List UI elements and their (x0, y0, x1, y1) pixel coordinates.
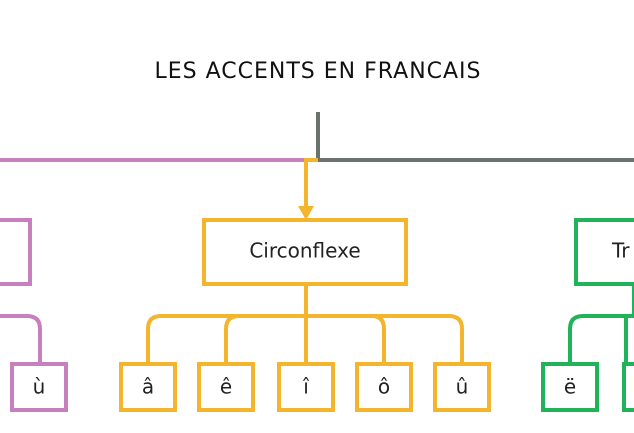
circonflexe-letter-i: î (302, 375, 309, 399)
diagram-title: LES ACCENTS EN FRANCAIS (154, 59, 481, 84)
circonflexe-connector-e (224, 314, 240, 364)
circonflexe-letter-box-u (433, 362, 491, 412)
circonflexe-letter-a: â (142, 375, 154, 399)
grave-letter-box (10, 362, 68, 412)
trema-category-box-partial (574, 218, 634, 286)
circonflexe-arrowhead (298, 206, 314, 220)
circonflexe-label: Circonflexe (249, 239, 360, 263)
trema-letter-bus (568, 314, 634, 364)
grave-category-box-partial (0, 218, 32, 286)
circonflexe-letter-e: ê (220, 375, 232, 399)
circonflexe-connector-o (371, 314, 386, 364)
grave-letter: ù (33, 375, 46, 399)
circonflexe-letter-box-e (197, 362, 255, 412)
trema-label-partial: Tr (611, 239, 630, 263)
circonflexe-letter-box-i (277, 362, 335, 412)
grave-connector (0, 314, 42, 364)
circonflexe-connector (304, 158, 318, 206)
trema-letter-e: ë (564, 375, 576, 399)
circonflexe-category-box (202, 218, 408, 286)
circonflexe-letter-u: û (456, 375, 469, 399)
trema-letter-box-partial (622, 362, 634, 412)
circonflexe-letter-o: ô (378, 375, 390, 399)
circonflexe-letter-box-o (355, 362, 413, 412)
trema-letter-box-e (541, 362, 599, 412)
circonflexe-letter-box-a (119, 362, 177, 412)
